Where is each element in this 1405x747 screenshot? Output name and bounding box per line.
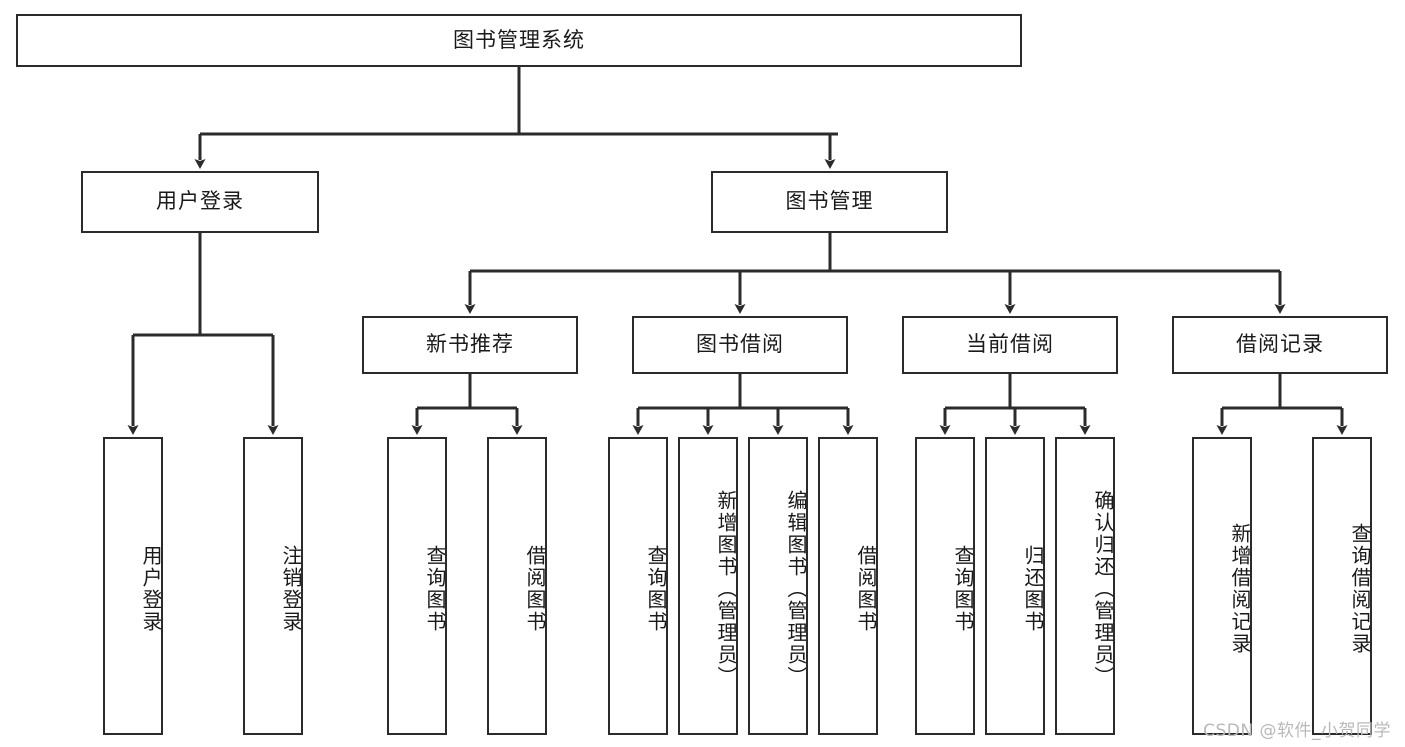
node-leaf[interactable]: 确认归还（管理员） (1055, 437, 1115, 735)
node-leaf[interactable]: 新增图书（管理员） (678, 437, 738, 735)
node-leaf-label: 借阅图书 (854, 545, 878, 633)
node-book-borrow[interactable]: 图书借阅 (632, 316, 848, 374)
node-book-management[interactable]: 图书管理 (711, 171, 948, 233)
node-leaf-label: 注销登录 (279, 545, 303, 633)
node-leaf-label: 确认归还（管理员） (1091, 490, 1115, 688)
node-leaf[interactable]: 新增借阅记录 (1192, 437, 1252, 735)
node-leaf-label: 编辑图书（管理员） (784, 490, 808, 688)
node-borrow-record[interactable]: 借阅记录 (1172, 316, 1388, 374)
node-leaf[interactable]: 查询借阅记录 (1312, 437, 1372, 735)
node-leaf-label: 新增借阅记录 (1228, 523, 1252, 655)
node-root-system[interactable]: 图书管理系统 (16, 14, 1022, 67)
node-current-borrow[interactable]: 当前借阅 (902, 316, 1118, 374)
node-leaf[interactable]: 用户登录 (103, 437, 163, 735)
node-leaf[interactable]: 注销登录 (243, 437, 303, 735)
node-leaf[interactable]: 编辑图书（管理员） (748, 437, 808, 735)
node-leaf[interactable]: 查询图书 (915, 437, 975, 735)
node-leaf-label: 新增图书（管理员） (714, 490, 738, 688)
node-user-login[interactable]: 用户登录 (81, 171, 319, 233)
node-leaf-label: 归还图书 (1021, 545, 1045, 633)
node-leaf-label: 查询借阅记录 (1348, 523, 1372, 655)
node-leaf[interactable]: 查询图书 (387, 437, 447, 735)
node-leaf[interactable]: 归还图书 (985, 437, 1045, 735)
node-leaf[interactable]: 借阅图书 (818, 437, 878, 735)
node-leaf[interactable]: 借阅图书 (487, 437, 547, 735)
node-leaf[interactable]: 查询图书 (608, 437, 668, 735)
node-new-book-recommend[interactable]: 新书推荐 (362, 316, 578, 374)
node-leaf-label: 查询图书 (644, 545, 668, 633)
node-leaf-label: 借阅图书 (523, 545, 547, 633)
watermark-text: CSDN @软件_小贺同学 (1203, 721, 1391, 741)
node-leaf-label: 查询图书 (423, 545, 447, 633)
node-leaf-label: 用户登录 (139, 545, 163, 633)
node-leaf-label: 查询图书 (951, 545, 975, 633)
